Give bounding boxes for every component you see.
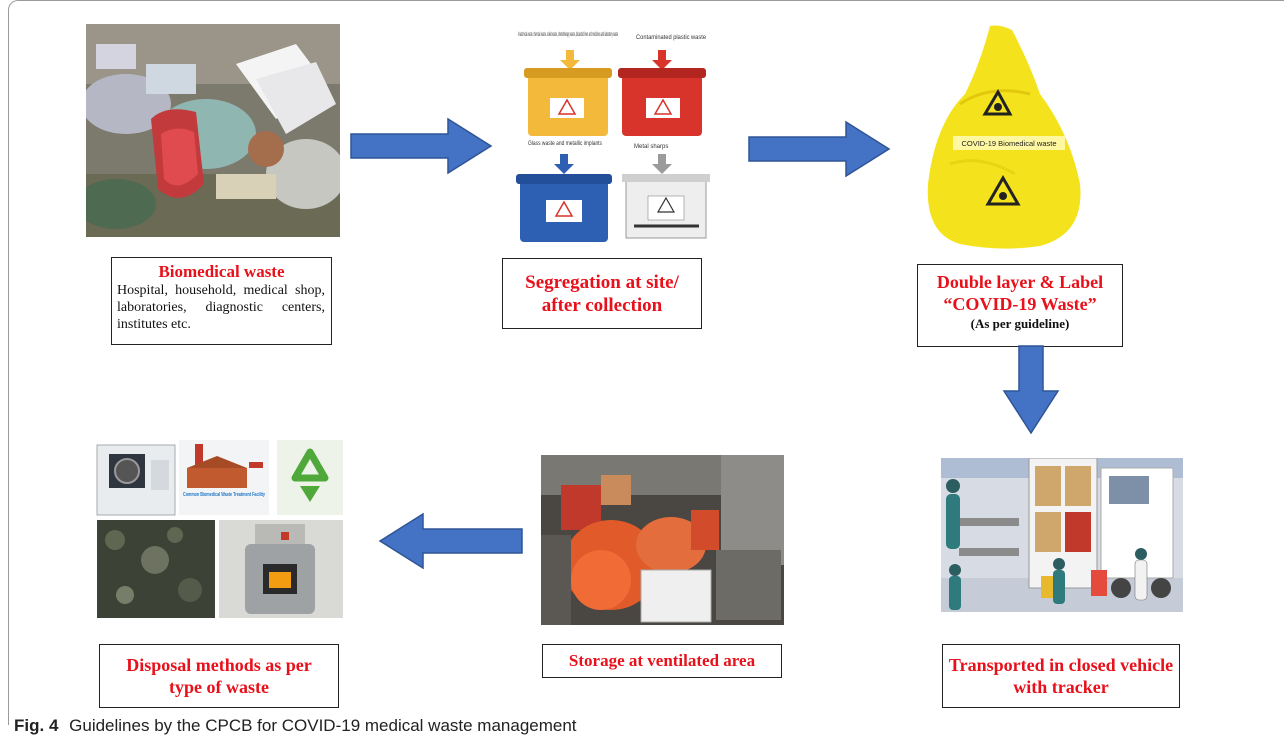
bin-yellow-label: Anatomical waste, chemical waste, soiled…: [518, 32, 618, 38]
arrow-right-2: [748, 120, 891, 178]
step-biomedical-waste-body: Hospital, household, medical shop, labor…: [117, 283, 325, 332]
step-double-layer-sub: (As per guideline): [970, 316, 1070, 331]
step-storage-box: Storage at ventilated area: [542, 644, 782, 678]
step-segregation-title-line1: Segregation at site/: [525, 272, 679, 293]
step-transport-title-line2: with tracker: [1013, 677, 1109, 697]
biomedical-waste-photo: [86, 24, 340, 237]
figure-caption-prefix: Fig. 4: [14, 716, 59, 735]
facility-label: Common Biomedical Waste Treatment Facili…: [183, 492, 266, 498]
bin-yellow-label-cont: [518, 39, 520, 45]
step-transport-box: Transported in closed vehicle with track…: [942, 644, 1180, 708]
figure-caption-text: Guidelines by the CPCB for COVID-19 medi…: [69, 716, 577, 735]
bin-white-label: Metal sharps: [634, 144, 668, 150]
segregation-bins-illustration: Anatomical waste, chemical waste, soiled…: [514, 28, 714, 243]
step-biomedical-waste-box: Biomedical waste Hospital, household, me…: [111, 257, 332, 345]
bin-red-label: Contaminated plastic waste: [636, 35, 707, 41]
step-double-layer-box: Double layer & Label “COVID-19 Waste” (A…: [917, 264, 1123, 347]
step-disposal-title-line2: type of waste: [169, 677, 269, 697]
transport-vehicle-illustration: [941, 458, 1183, 612]
step-disposal-box: Disposal methods as per type of waste: [99, 644, 339, 708]
step-segregation-title-line2: after collection: [541, 295, 663, 316]
step-transport-title-line1: Transported in closed vehicle: [948, 655, 1174, 675]
disposal-methods-collage: Common Biomedical Waste Treatment Facili…: [95, 440, 345, 620]
bag-label: COVID-19 Biomedical waste: [961, 139, 1056, 148]
arrow-right-1: [350, 117, 493, 175]
step-double-layer-title-line2: “COVID-19 Waste”: [943, 294, 1097, 314]
step-biomedical-waste-title: Biomedical waste: [158, 262, 285, 281]
figure-caption: Fig. 4 Guidelines by the CPCB for COVID-…: [14, 716, 577, 736]
figure-frame: [8, 0, 1284, 725]
arrow-left: [378, 512, 523, 570]
bin-blue-label: Glass waste and metallic implants: [528, 141, 602, 147]
storage-area-photo: [541, 455, 784, 625]
step-storage-title: Storage at ventilated area: [568, 651, 756, 670]
arrow-down: [1002, 345, 1060, 435]
step-disposal-title-line1: Disposal methods as per: [126, 655, 312, 675]
step-segregation-box: Segregation at site/ after collection: [502, 258, 702, 329]
step-double-layer-title-line1: Double layer & Label: [936, 272, 1104, 292]
yellow-biohazard-bag: COVID-19 Biomedical waste: [920, 24, 1090, 250]
